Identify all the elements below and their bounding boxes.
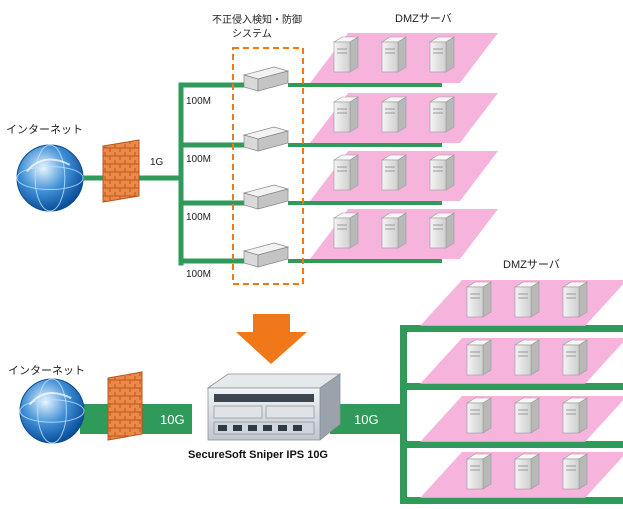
bottom-dmz-link xyxy=(400,325,623,332)
bottom-dmz-link xyxy=(400,441,623,448)
branch-speed-label: 100M xyxy=(186,96,212,107)
ids-system-title-line1: 不正侵入検知・防御 xyxy=(212,15,302,26)
server-icon xyxy=(465,281,493,318)
server-icon xyxy=(332,96,360,133)
bottom-dmz-link xyxy=(400,497,623,504)
uplink-speed-label: 1G xyxy=(150,157,164,168)
internet-label-top: インターネット xyxy=(6,124,83,136)
server-icon xyxy=(513,339,541,376)
firewall-icon xyxy=(102,139,140,203)
right-10g-link xyxy=(330,404,405,434)
server-icon xyxy=(428,212,456,249)
server-icon xyxy=(561,453,589,490)
branch-speed-label: 100M xyxy=(186,269,212,280)
ids-sensor-icon xyxy=(242,242,290,268)
server-icon xyxy=(332,36,360,73)
server-icon xyxy=(561,397,589,434)
ids-sensor-icon xyxy=(242,66,290,92)
server-icon xyxy=(428,154,456,191)
ids-sensor-icon xyxy=(242,184,290,210)
server-icon xyxy=(513,397,541,434)
down-arrow-icon xyxy=(236,314,307,364)
server-icon xyxy=(513,453,541,490)
server-icon xyxy=(465,397,493,434)
globe-icon xyxy=(19,378,85,444)
internet-label-bottom: インターネット xyxy=(8,365,85,377)
right-link-speed-label: 10G xyxy=(354,412,379,427)
globe-icon xyxy=(16,144,84,212)
ids-system-title-line2: システム xyxy=(232,29,272,40)
server-icon xyxy=(380,36,408,73)
server-icon xyxy=(332,154,360,191)
dmz-server-label-top: DMZサーバ xyxy=(395,13,452,25)
bottom-dmz-link xyxy=(400,383,623,390)
left-link-speed-label: 10G xyxy=(160,412,185,427)
server-icon xyxy=(465,339,493,376)
branch-speed-label: 100M xyxy=(186,154,212,165)
server-icon xyxy=(513,281,541,318)
server-icon xyxy=(428,96,456,133)
server-icon xyxy=(332,212,360,249)
firewall-icon xyxy=(107,371,143,441)
server-icon xyxy=(380,96,408,133)
branch-speed-label: 100M xyxy=(186,212,212,223)
appliance-caption: SecureSoft Sniper IPS 10G xyxy=(188,449,328,461)
ids-group-box xyxy=(232,47,304,285)
server-icon xyxy=(428,36,456,73)
server-icon xyxy=(380,212,408,249)
ips-appliance-icon xyxy=(206,373,342,441)
server-icon xyxy=(465,453,493,490)
bottom-bus xyxy=(400,326,407,502)
dmz-server-label-bottom: DMZサーバ xyxy=(503,259,560,271)
server-icon xyxy=(561,281,589,318)
server-icon xyxy=(380,154,408,191)
server-icon xyxy=(561,339,589,376)
ids-sensor-icon xyxy=(242,126,290,152)
